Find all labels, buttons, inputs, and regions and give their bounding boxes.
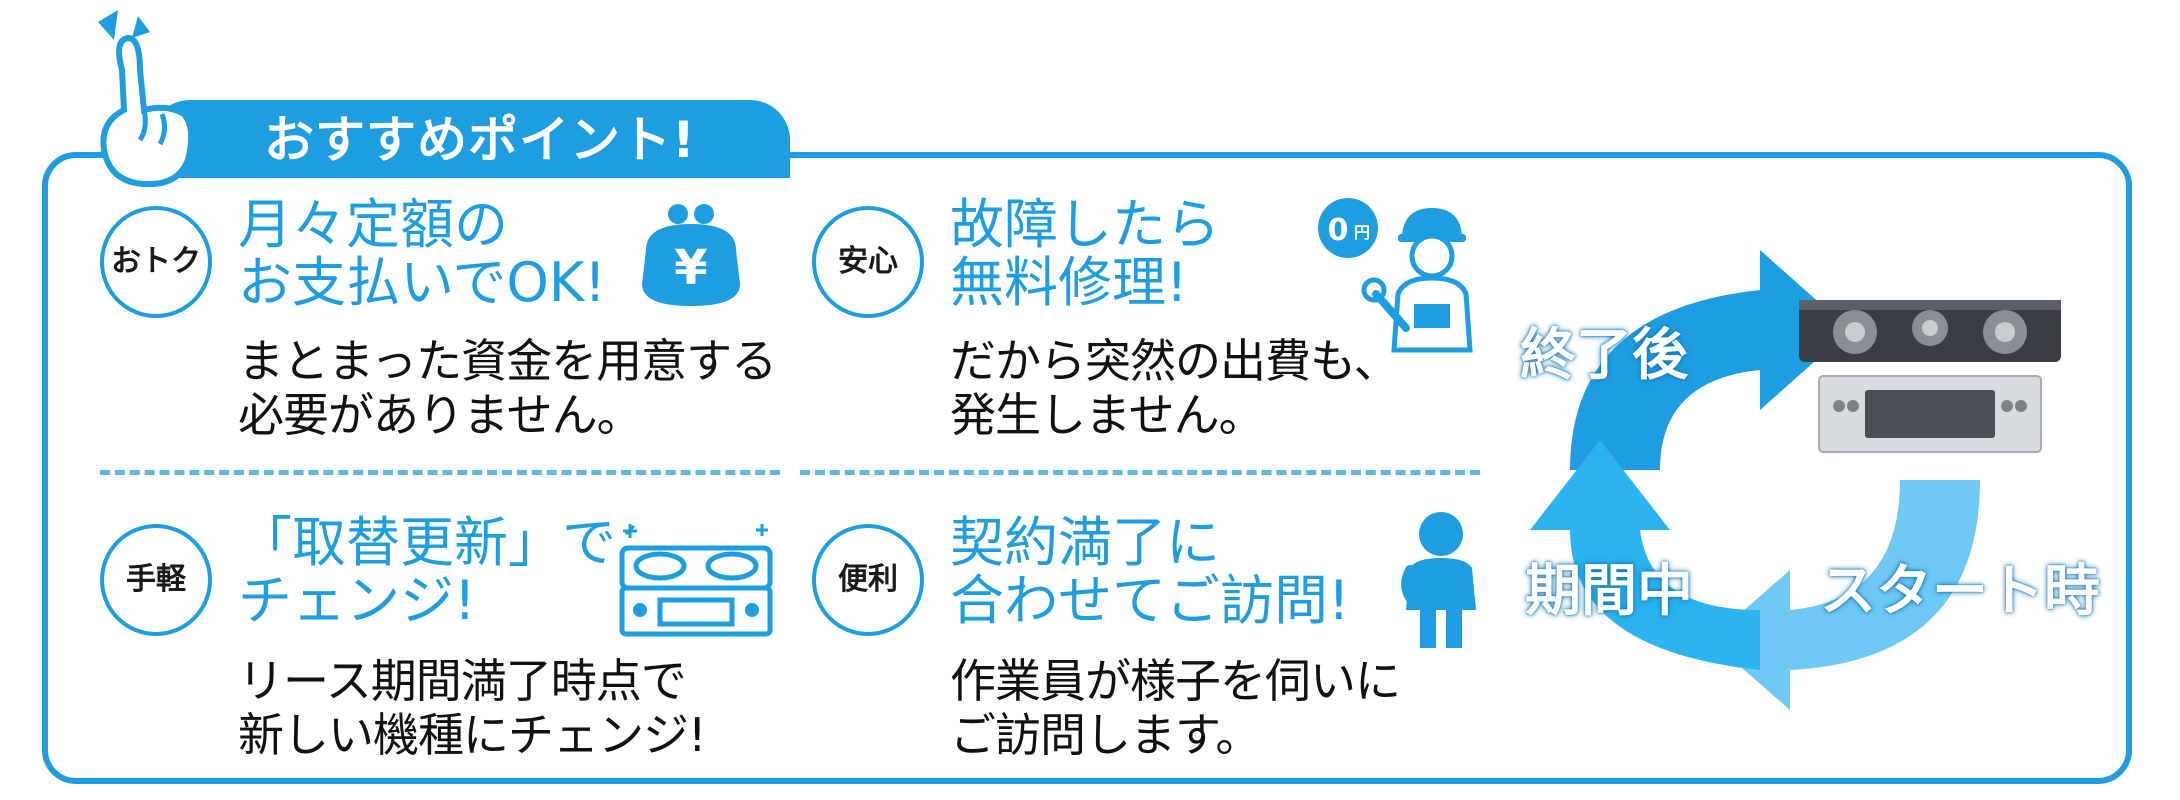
point-body-anshin: だから突然の出費も、 発生しません。: [950, 334, 1400, 442]
wallet-icon: ¥: [642, 204, 740, 306]
gas-stove-icon: [619, 524, 773, 637]
section-header: おすすめポイント!: [150, 100, 790, 178]
cycle-label-during: 期間中: [1525, 559, 1693, 624]
divider-left: [100, 470, 780, 475]
cycle-label-after: 終了後: [1520, 323, 1688, 388]
badge-benri: 便利: [812, 524, 924, 636]
divider-right: [800, 470, 1480, 475]
badge-otoku: おトク: [100, 206, 212, 318]
point-body-tegaru: リース期間満了時点で 新しい機種にチェンジ!: [238, 654, 706, 762]
badge-anshin: 安心: [812, 206, 924, 318]
point-title-tegaru: 「取替更新」で チェンジ!: [238, 511, 616, 632]
lease-cycle-diagram: [1530, 250, 1980, 710]
pointing-hand-icon: [98, 10, 195, 188]
point-body-otoku: まとまった資金を用意する 必要がありません。: [238, 334, 777, 442]
worker-visit-icon: [1401, 512, 1476, 648]
points-frame: [42, 152, 2132, 784]
worker-repair-icon: 0 円: [1318, 198, 1473, 353]
yen-symbol: ¥: [674, 240, 707, 296]
cycle-arrow-during: [1530, 440, 1760, 670]
point-body-benri: 作業員が様子を伺いに ご訪問します。: [950, 654, 1401, 762]
zero-yen-unit: 円: [1354, 223, 1370, 242]
cycle-arrow-start: [1710, 480, 1980, 710]
zero-yen-number: 0: [1328, 213, 1349, 248]
cycle-arrow-after: [1570, 250, 1850, 470]
cooktop-image: [1799, 300, 2061, 453]
cycle-label-start: スタート時: [1820, 559, 2100, 624]
point-title-anshin: 故障したら 無料修理!: [950, 193, 1220, 314]
point-title-otoku: 月々定額の お支払いでOK!: [238, 193, 606, 314]
badge-tegaru: 手軽: [100, 524, 212, 636]
section-title: おすすめポイント!: [264, 111, 696, 169]
point-title-benri: 契約満了に 合わせてご訪問!: [950, 511, 1350, 632]
